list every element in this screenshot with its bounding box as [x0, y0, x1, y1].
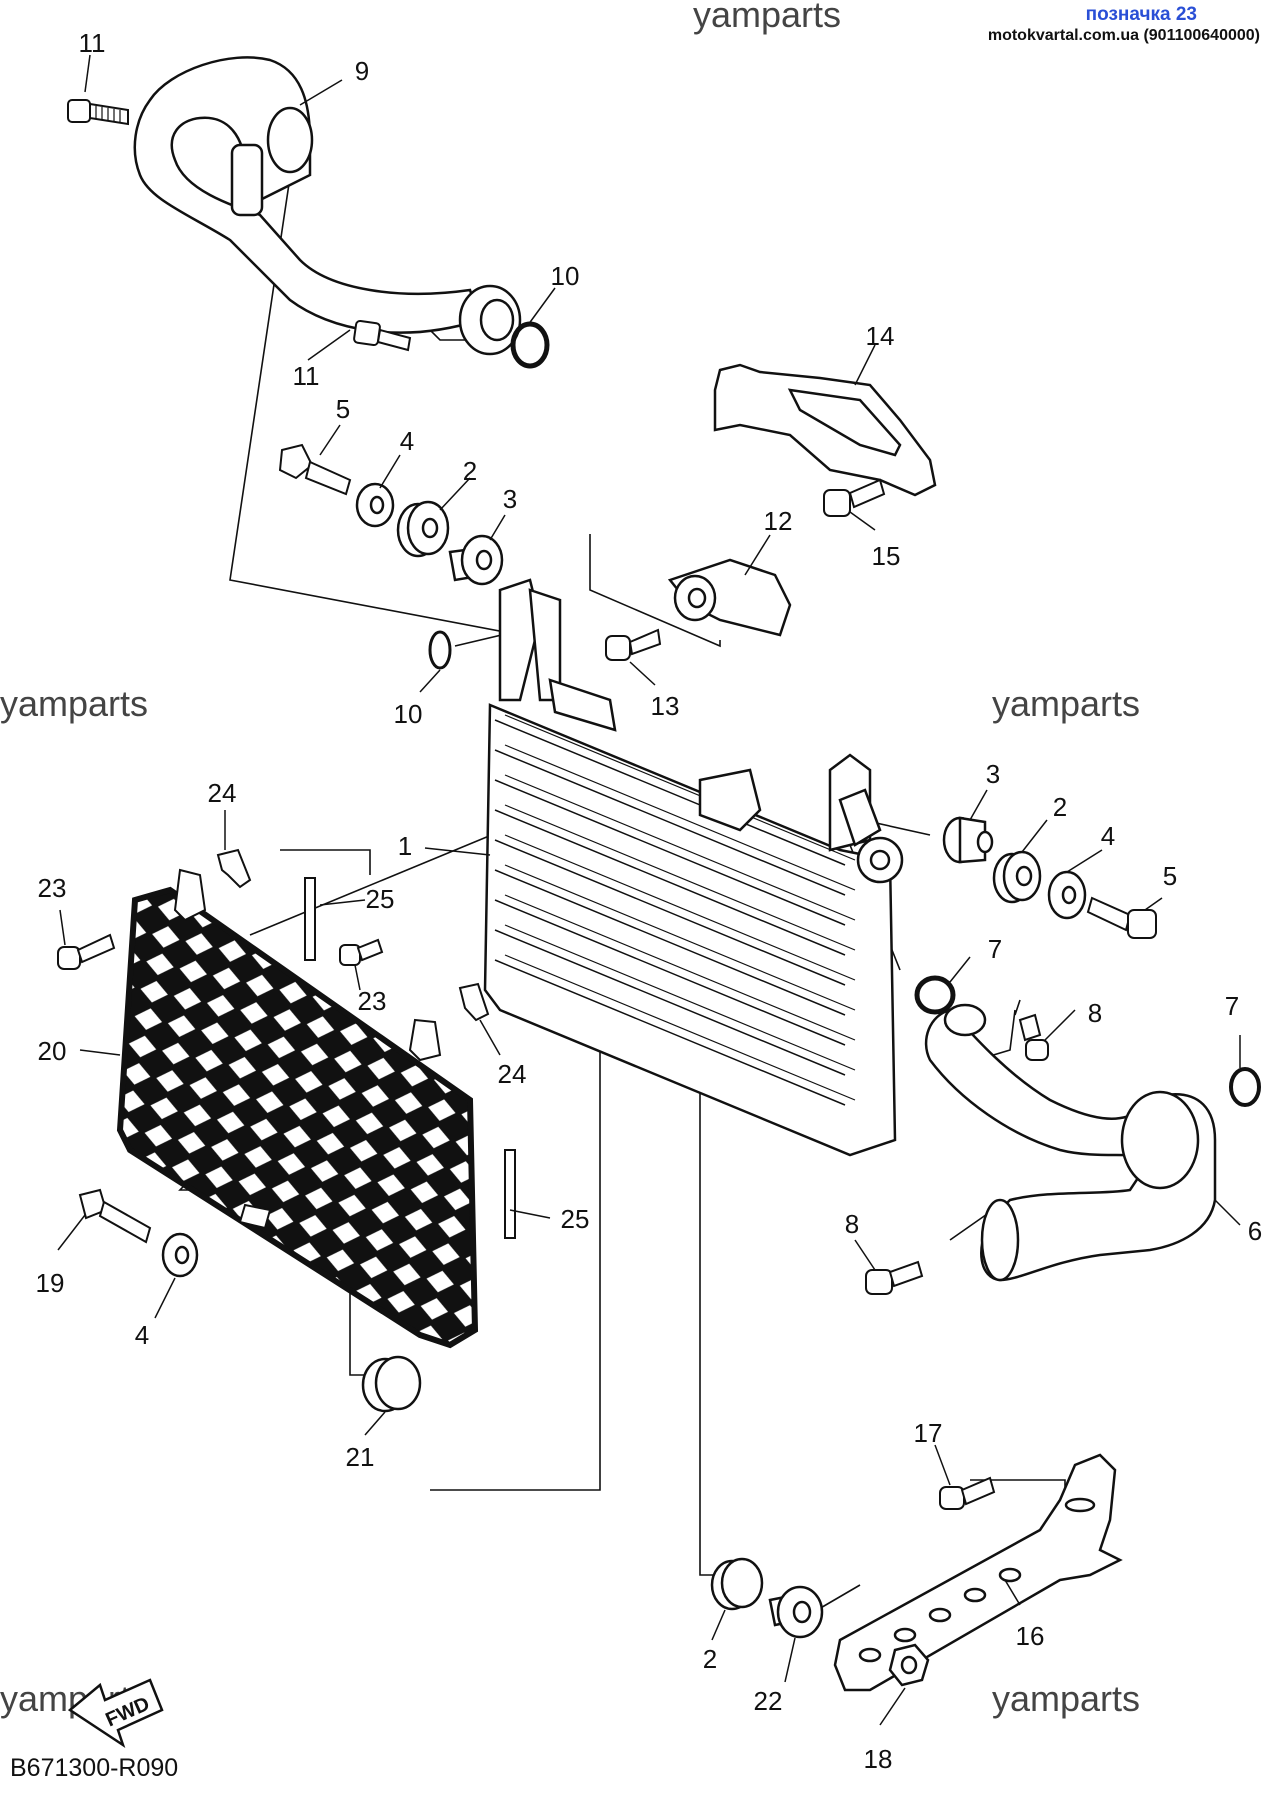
header-site[interactable]: motokvartal.com.ua (901100640000): [987, 27, 1260, 44]
callout: 2: [1053, 792, 1067, 822]
collar-3-right: [942, 816, 994, 864]
callout: 10: [394, 699, 423, 729]
callout: 4: [1101, 821, 1115, 851]
callout: 10: [551, 261, 580, 291]
collar-3-left: [448, 534, 504, 586]
strip-25-upper: [304, 877, 316, 961]
bolt-19: [78, 1188, 152, 1244]
upper-hose: [133, 56, 522, 356]
callout: 1: [398, 831, 412, 861]
bolt-11-mid: [353, 319, 412, 352]
callout: 18: [864, 1744, 893, 1774]
bolt-17: [939, 1476, 996, 1510]
callout: 11: [79, 28, 106, 58]
callout: 3: [503, 484, 517, 514]
callout: 4: [135, 1320, 149, 1350]
callout: 20: [38, 1036, 67, 1066]
callout: 15: [872, 541, 901, 571]
grommet-2-left: [396, 500, 450, 558]
grommet-2-bottom: [710, 1557, 764, 1611]
callout: 9: [355, 56, 369, 86]
bolt-5-right: [1086, 896, 1157, 939]
fwd-arrow: FWD: [67, 1678, 164, 1749]
callout: 23: [358, 986, 387, 1016]
callout: 24: [498, 1059, 527, 1089]
bracket-16: [833, 1453, 1123, 1692]
o-ring-10-lower: [428, 630, 452, 670]
callout: 3: [986, 759, 1000, 789]
callout-leaders: [57, 54, 1241, 1726]
clip-24-upper: [216, 848, 252, 889]
watermark: yamparts: [0, 683, 149, 724]
washer-4-left: [355, 482, 395, 528]
bolt-11-top: [67, 99, 129, 126]
callout: 19: [36, 1268, 65, 1298]
callout: 4: [400, 426, 414, 456]
callout-numbers: 11 9 10 11 5 4 2 3 14 15 12 13 10 1 24 2…: [36, 28, 1263, 1774]
callout: 13: [651, 691, 680, 721]
strip-25-lower: [504, 1149, 516, 1239]
grommet-21: [361, 1355, 422, 1413]
watermark: yamparts: [693, 0, 842, 35]
bolt-23-left: [57, 933, 116, 970]
callout: 12: [764, 506, 793, 536]
callout: 16: [1016, 1621, 1045, 1651]
watermark: yamparts: [992, 683, 1141, 724]
o-ring-7-right: [1229, 1067, 1261, 1107]
callout: 21: [346, 1442, 375, 1472]
callout: 2: [463, 456, 477, 486]
watermark: yamparts: [992, 1678, 1141, 1719]
bolt-8-upper: [1018, 1013, 1049, 1061]
clamp-12: [667, 558, 792, 637]
washer-4-lower: [161, 1232, 199, 1278]
bracket-14: [713, 363, 937, 497]
callout: 5: [1163, 861, 1177, 891]
bolt-5-left: [278, 443, 352, 496]
o-ring-7-left: [914, 975, 956, 1015]
cooler-guard: [116, 868, 479, 1349]
diagram-code: B671300-R090: [10, 1754, 179, 1782]
clip-24-lower: [458, 982, 490, 1022]
callout: 22: [754, 1686, 783, 1716]
callout: 7: [988, 934, 1002, 964]
callout: 14: [866, 321, 895, 351]
callout: 6: [1248, 1216, 1262, 1246]
callout: 11: [293, 361, 320, 391]
callout: 8: [1088, 998, 1102, 1028]
callout: 25: [561, 1204, 590, 1234]
callout: 24: [208, 778, 237, 808]
bolt-15: [823, 478, 886, 517]
o-ring-10-top: [510, 321, 550, 369]
bolt-13: [605, 628, 662, 661]
oil-cooler: [483, 578, 904, 1157]
callout: 23: [38, 873, 67, 903]
callout: 17: [914, 1418, 943, 1448]
washer-4-right: [1047, 870, 1087, 920]
callout: 8: [845, 1209, 859, 1239]
callout: 5: [336, 394, 350, 424]
nut-18: [888, 1643, 930, 1687]
lower-hose: [924, 1003, 1217, 1282]
header-label[interactable]: позначка 23: [1085, 4, 1197, 25]
bolt-8-lower: [865, 1260, 924, 1295]
callout: 25: [366, 884, 395, 914]
bolt-23-mid: [339, 938, 384, 966]
grommet-2-right: [992, 850, 1042, 904]
callout: 7: [1225, 991, 1239, 1021]
callout: 2: [703, 1644, 717, 1674]
collar-22: [768, 1585, 824, 1639]
